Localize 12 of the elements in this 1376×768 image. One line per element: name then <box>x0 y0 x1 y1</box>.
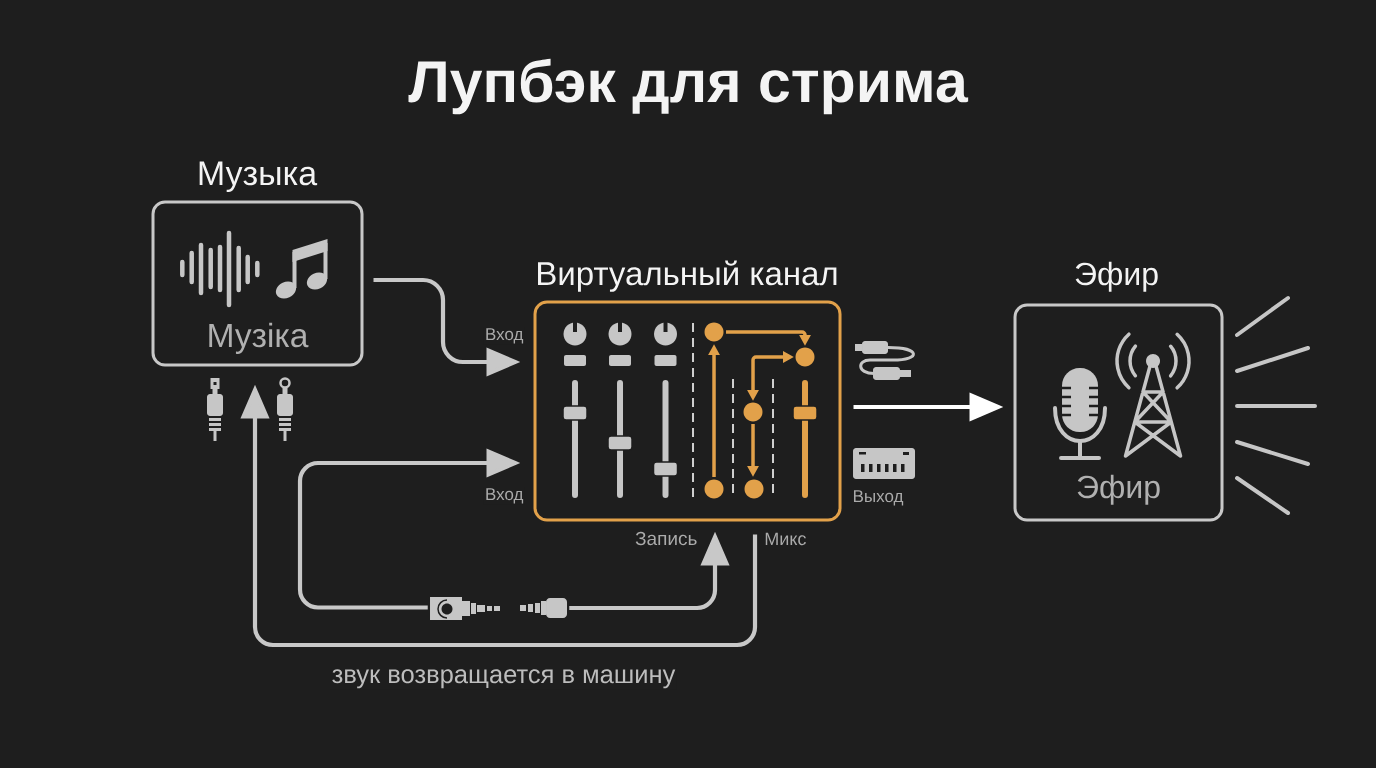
rounded-box: Эфир <box>1013 303 1224 522</box>
plug-icon <box>520 598 567 618</box>
heading: Виртуальный канал <box>538 260 837 292</box>
plug-icon <box>430 597 500 620</box>
edge-label: Запись <box>633 530 699 547</box>
edge-label: звук возвращается в машину <box>330 667 677 690</box>
text-label: Микс <box>765 532 806 546</box>
text-label: Выход <box>854 490 904 506</box>
rounded-box: Музіка <box>151 200 364 367</box>
heading: Эфир <box>1075 261 1158 292</box>
title: Лупбэк для стрима <box>408 58 969 115</box>
heading: Музыка <box>199 161 318 193</box>
